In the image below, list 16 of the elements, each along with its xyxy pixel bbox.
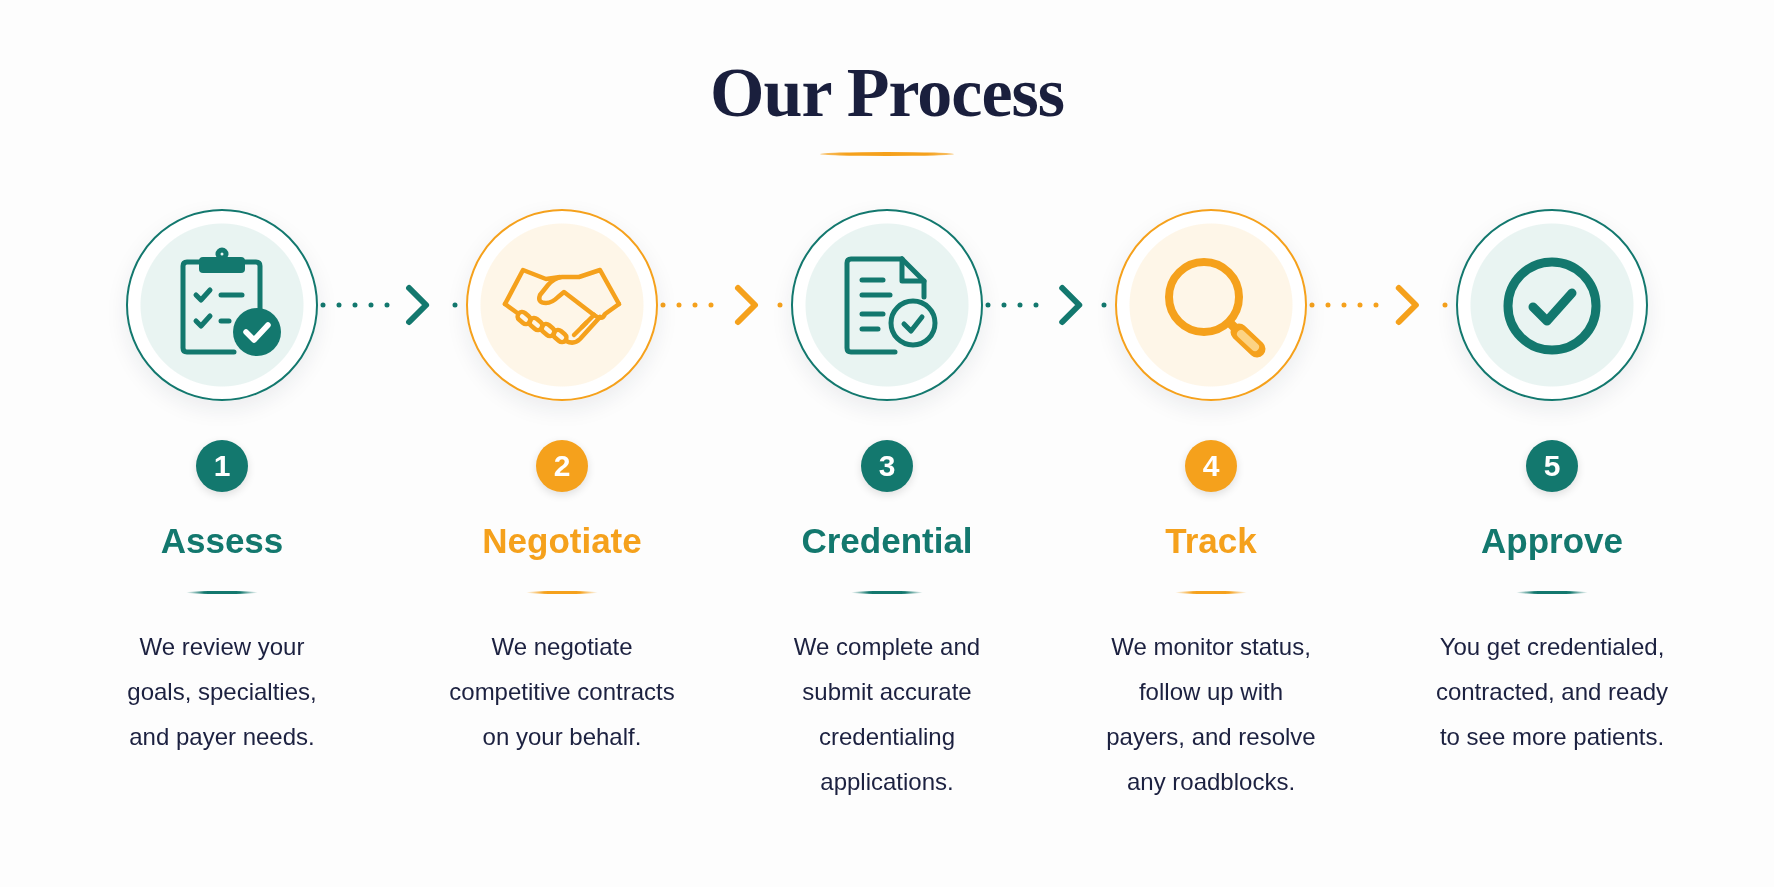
step-number-badge: 2 (536, 440, 588, 492)
step-title: Assess (160, 520, 284, 562)
step-title: Approve (1481, 520, 1623, 562)
step-number-badge: 4 (1185, 440, 1237, 492)
step-title: Negotiate (482, 520, 642, 562)
step-number-badge: 3 (861, 440, 913, 492)
step-number-badge: 1 (196, 440, 248, 492)
step-number-badge: 5 (1526, 440, 1578, 492)
step-title: Track (1165, 520, 1257, 562)
step-description: We negotiate competitive contracts on your behalf. (448, 632, 676, 752)
step-description: You get credentialed, contracted, and ready to see more patients. (1434, 632, 1670, 752)
page-title: Our Process (710, 53, 1064, 133)
step-description: We review your goals, specialties, and payer needs. (126, 632, 318, 752)
step-title: Credential (801, 520, 973, 562)
step-description: We monitor status, follow up with payers, and resolve any roadblocks. (1105, 632, 1317, 797)
step-description: We complete and submit accurate credentialing applications. (792, 632, 982, 797)
